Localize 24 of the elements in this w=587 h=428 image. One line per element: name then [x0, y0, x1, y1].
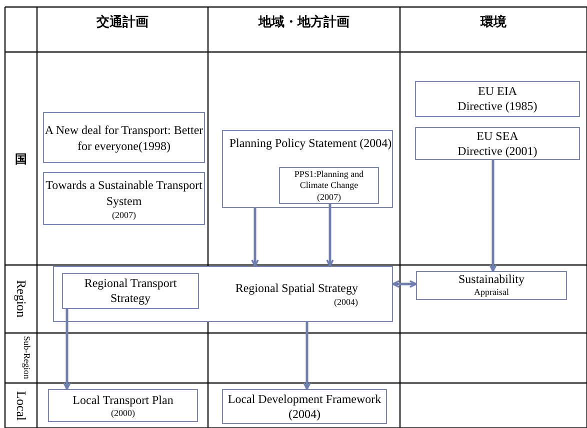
plan-box: Local Transport Plan (2000)	[48, 389, 198, 422]
arrow	[392, 280, 417, 288]
row-header: Region	[12, 280, 30, 318]
plan-box: Towards a Sustainable Transport System (2007)	[43, 172, 205, 225]
plan-box: Regional Transport Strategy	[62, 273, 199, 309]
plan-box: PPS1:Planning and Climate Change (2007)	[279, 167, 379, 204]
plan-box: Regional Spatial Strategy (2004) Regional Transport Strategy	[53, 266, 393, 322]
arrow	[63, 308, 71, 390]
plan-box: Local Development Framework (2004)	[222, 389, 387, 424]
arrow	[489, 160, 497, 272]
plan-box: EU SEA Directive (2001)	[415, 127, 580, 160]
row-header: Sub-Region	[21, 336, 32, 380]
column-header: 環境	[480, 13, 506, 32]
row-header: 国	[15, 150, 27, 168]
plan-box: Planning Policy Statement (2004) PPS1:Planning and Climate Change (2007)	[222, 130, 393, 208]
arrow	[251, 208, 259, 267]
column-header: 地域・地方計画	[258, 13, 350, 32]
arrow	[326, 203, 334, 267]
plan-box: A New deal for Transport: Better for everyone(1998)	[43, 112, 205, 163]
row-header: Local	[12, 390, 30, 420]
plan-box: Sustainability Appraisal	[416, 271, 567, 300]
arrow	[303, 322, 311, 390]
column-header: 交通計画	[96, 13, 148, 32]
plan-box: EU EIA Directive (1985)	[415, 81, 580, 117]
